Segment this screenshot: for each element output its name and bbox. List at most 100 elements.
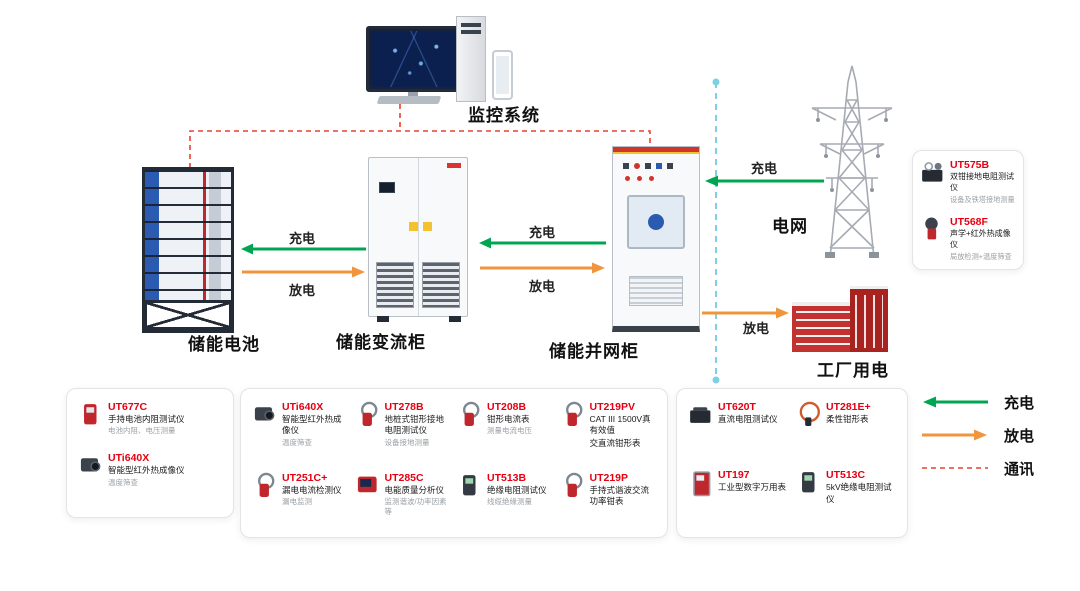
product-model: UT568F	[950, 215, 988, 228]
legend-discharge-label: 放电	[1004, 427, 1035, 445]
product-model: UT251C+	[282, 471, 328, 484]
product-desc: 监测谐波/功率因素等	[384, 497, 447, 516]
factory-tower-block	[850, 286, 888, 352]
product-name: 绝缘电阻测试仪	[487, 484, 547, 495]
discharge-arrowhead-battery	[352, 266, 365, 278]
grid-label: 电网	[772, 217, 808, 236]
thermal-camera-icon	[77, 452, 101, 479]
converter-label: 储能变流柜	[336, 333, 426, 352]
legend-charge-row: 充电	[918, 392, 1034, 412]
tower-products-box: UT575B 双钳接地电阻测试仪 设备及铁塔接地测量 UT568F 声学+红外热…	[912, 150, 1024, 270]
cabinet-door-split	[418, 158, 419, 316]
product-item: UT285C 电能质量分析仪 监测谐波/功率因素等	[354, 472, 453, 525]
product-desc: 电池内阻、电压测量	[108, 426, 176, 436]
flow-label-charge: 充电	[528, 225, 555, 240]
product-item: UT513B 绝缘电阻测试仪 线缆绝缘测量	[456, 472, 555, 525]
leakage-clamp-meter-icon	[251, 472, 275, 499]
product-model: UT677C	[108, 401, 148, 413]
flow-label-charge: 充电	[288, 231, 315, 246]
brand-mark	[447, 163, 461, 168]
clamp-meter-icon	[559, 401, 582, 428]
link-dot-top	[712, 78, 720, 86]
battery-stand	[142, 303, 234, 333]
product-name: 手持电池内阻测试仪	[108, 414, 185, 424]
factory-label: 工厂用电	[817, 361, 889, 380]
product-name: 声学+红外热成像仪	[950, 228, 1011, 249]
flow-label-discharge: 放电	[288, 283, 315, 298]
product-item: UTi640X 智能型红外热成像仪 温度筛查	[251, 401, 350, 458]
product-desc: 局放检测+温度筛查	[950, 251, 1012, 261]
product-model: UT219P	[589, 471, 629, 484]
monitor-stand	[408, 92, 418, 99]
monitor-screen	[371, 31, 457, 87]
product-model: UT620T	[718, 401, 756, 413]
legend-comm-row: 通讯	[918, 458, 1034, 478]
product-name: CAT III 1500V真有效值	[589, 414, 651, 436]
product-item: UT278B 地桩式钳形接地电阻测试仪 设备接地测量	[354, 401, 453, 458]
product-model: UT513B	[487, 471, 527, 484]
battery-products-box: UT677C 手持电池内阻测试仪 电池内阻、电压测量 UTi640X 智能型红外…	[66, 388, 234, 518]
product-item: UT219PV CAT III 1500V真有效值 交直流钳形表	[559, 401, 658, 458]
product-name: 柔性钳形表	[826, 414, 869, 424]
dual-clamp-earth-tester-icon	[919, 159, 943, 186]
flexible-clamp-icon	[795, 401, 820, 428]
comm-dashed-icon	[922, 467, 988, 469]
charge-arrowhead-converter	[479, 237, 491, 249]
insulation-tester-icon	[456, 472, 477, 499]
link-dot-bottom	[712, 376, 720, 384]
product-item: UTi640X 智能型红外热成像仪 温度筛查	[77, 452, 223, 487]
acoustic-imager-icon	[919, 216, 940, 243]
discharge-arrow-icon	[922, 429, 987, 441]
grid-cabinet-products-box: UT620T 直流电阻测试仪 UT281E+ 柔性钳形表 UT197 工业型数字…	[676, 388, 908, 538]
insulation-tester-icon	[795, 469, 816, 496]
product-item: UT281E+ 柔性钳形表	[795, 401, 897, 455]
product-desc: 线缆绝缘测量	[487, 497, 532, 507]
product-model: UT281E+	[826, 401, 871, 413]
product-name: 手持式谐波交流功率钳表	[589, 484, 650, 507]
product-model: UTi640X	[282, 401, 324, 413]
dc-resistance-tester-icon	[687, 401, 711, 428]
converter-products-box: UTi640X 智能型红外热成像仪 温度筛查 UT278B 地桩式钳形接地电阻测…	[240, 388, 668, 538]
pc-tower-icon	[456, 16, 486, 102]
factory-main-block	[792, 302, 856, 352]
product-item: UT575B 双钳接地电阻测试仪 设备及铁塔接地测量	[919, 159, 1017, 204]
product-model: UT208B	[487, 401, 527, 413]
cabinet-display	[379, 182, 395, 193]
cabinet-feet	[377, 316, 389, 322]
product-item: UT513C 5kV绝缘电阻测试仪	[795, 469, 897, 525]
product-item: UT251C+ 漏电电流检测仪 漏电监测	[251, 472, 350, 525]
legend-charge-label: 充电	[1004, 394, 1035, 412]
battery-rack-illustration	[142, 167, 234, 333]
discharge-arrowhead-factory	[776, 307, 789, 319]
thermal-camera-icon	[251, 401, 275, 428]
product-desc: 温度筛查	[108, 477, 138, 487]
product-model: UT285C	[384, 471, 424, 484]
product-item: UT677C 手持电池内阻测试仪 电池内阻、电压测量	[77, 401, 223, 436]
monitor-icon	[366, 26, 462, 92]
clamp-meter-icon	[456, 401, 480, 428]
product-model: UTi640X	[108, 452, 150, 465]
battery-tester-icon	[77, 401, 98, 428]
product-desc: 漏电监测	[282, 497, 312, 507]
product-desc: 温度筛查	[282, 437, 312, 447]
multimeter-icon	[687, 469, 711, 497]
product-name: 工业型数字万用表	[718, 482, 787, 493]
product-name: 5kV绝缘电阻测试仪	[826, 482, 892, 504]
product-name: 地桩式钳形接地电阻测试仪	[384, 414, 445, 436]
power-clamp-meter-icon	[559, 472, 582, 499]
product-name: 双钳接地电阻测试仪	[950, 172, 1014, 192]
product-item: UT568F 声学+红外热成像仪 局放检测+温度筛查	[919, 216, 1017, 261]
legend-discharge-row: 放电	[918, 425, 1034, 445]
battery-modules	[142, 167, 234, 303]
product-name: 钳形电流表	[487, 414, 530, 424]
product-item: UT197 工业型数字万用表	[687, 469, 789, 525]
battery-label: 储能电池	[188, 335, 260, 354]
product-model: UT575B	[950, 159, 990, 171]
monitoring-system-label: 监控系统	[468, 106, 540, 125]
product-model: UT278B	[384, 401, 424, 413]
transmission-tower-illustration	[811, 65, 893, 258]
legend-comm-label: 通讯	[1004, 460, 1035, 478]
keyboard-icon	[376, 96, 442, 104]
converter-cabinet-illustration	[368, 157, 468, 322]
button-row	[625, 176, 654, 181]
